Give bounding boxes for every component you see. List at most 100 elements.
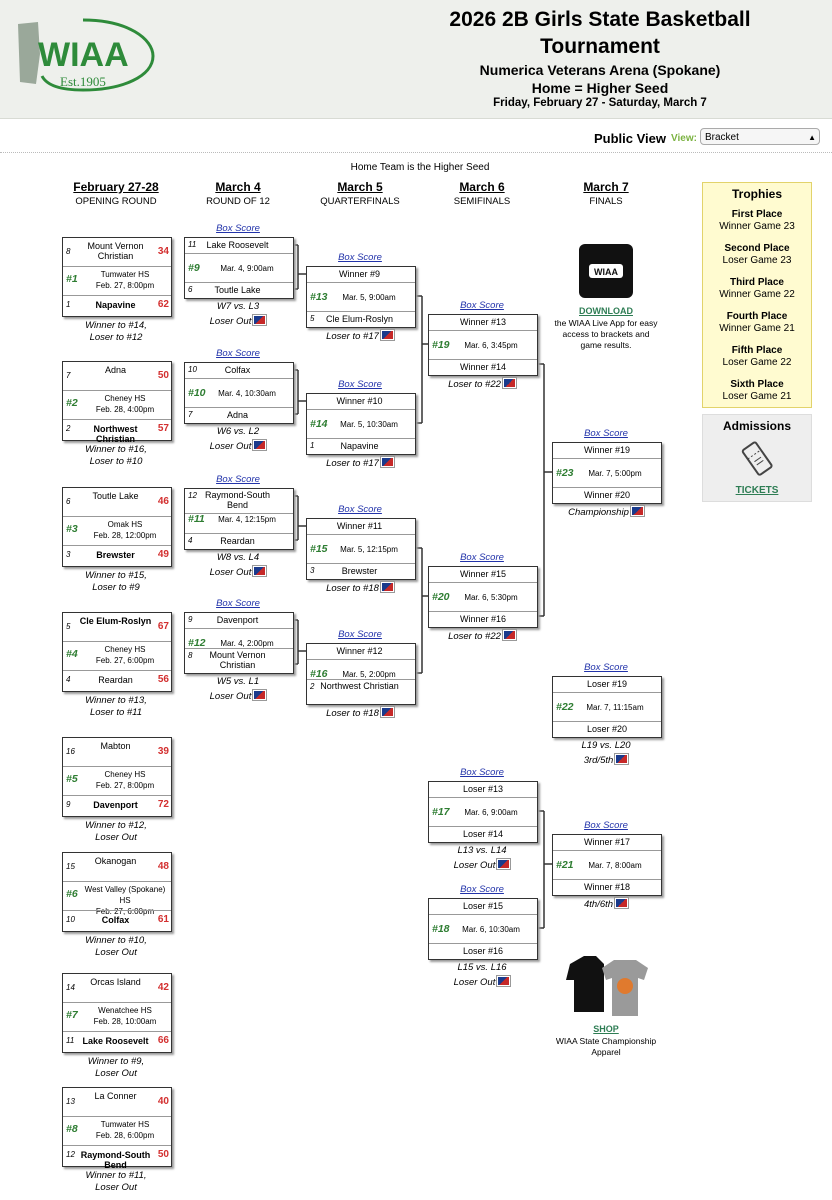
box-score-link[interactable]: Box Score [460,300,504,311]
flag-icon [496,858,512,870]
team-name: Orcas Island [90,977,141,987]
tickets-link[interactable]: TICKETS [735,485,779,496]
box-score-link[interactable]: Box Score [338,379,382,390]
team-name: Loser #13 [462,784,504,794]
team-slot: Winner #15 [429,567,537,583]
box-score-link[interactable]: Box Score [460,552,504,563]
box-score-link[interactable]: Box Score [460,884,504,895]
team-score: 57 [157,423,169,434]
game-number: #13 [310,291,328,303]
team-name: Loser #16 [462,946,504,956]
box-score-link[interactable]: Box Score [338,629,382,640]
box-score-link[interactable]: Box Score [216,598,260,609]
game-note: W5 vs. L1 [216,676,260,687]
team-slot: Loser #15 [429,899,537,915]
game-time: Feb. 27, 8:00pm [95,281,155,290]
game-time: Mar. 4, 10:30am [218,389,276,398]
game-time: Feb. 27, 6:00pm [95,907,155,916]
game-number: #5 [66,773,78,785]
wiaa-logo: WIAA Est.1905 [18,18,155,92]
team-name: Loser #19 [586,679,628,689]
apparel-image[interactable] [566,950,650,1020]
team-name: Cle Elum-Roslyn [325,314,394,324]
team-score: 49 [157,549,169,560]
flag-icon [379,581,395,593]
box-score-link[interactable]: Box Score [460,767,504,778]
team-slot: Loser #16 [429,943,537,959]
box-score-link[interactable]: Box Score [584,428,628,439]
wiaa-app-icon[interactable]: WIAA [579,244,633,298]
team-slot: Winner #13 [429,315,537,331]
title-line2: Tournament [540,35,660,58]
team-name: Cle Elum-Roslyn [79,616,152,626]
seed: 6 [66,497,71,506]
team-slot: Winner #12 [307,644,415,660]
game-number: #22 [556,701,574,713]
game-time: Mar. 7, 8:00am [588,861,642,870]
ticket-icon[interactable] [741,439,775,477]
team-name: Winner #17 [583,837,631,847]
game-number: #9 [188,262,200,274]
game-number: #11 [188,513,205,525]
download-link[interactable]: DOWNLOAD [579,306,633,316]
game-time: Feb. 28, 12:00pm [93,531,157,540]
team-slot: Loser #20 [553,721,661,737]
box-score-link[interactable]: Box Score [584,662,628,673]
box-score-link[interactable]: Box Score [338,252,382,263]
team-name: Winner #19 [583,445,631,455]
team-name: Colfax [101,915,130,925]
view-label: View: [671,133,697,144]
box-score-link[interactable]: Box Score [216,348,260,359]
team-name: Winner #13 [459,317,507,327]
box-score-link[interactable]: Box Score [584,820,628,831]
seed: 5 [310,314,315,323]
team-name: Winner #20 [583,490,631,500]
team-name: La Conner [94,1091,137,1101]
game-note: Loser Out [184,314,292,328]
team-score: 48 [157,861,169,872]
seed: 12 [66,1150,75,1159]
game-note: W7 vs. L3 [216,301,260,312]
box-score-link[interactable]: Box Score [338,504,382,515]
game-note: Loser Out [95,1068,137,1079]
shop-link[interactable]: SHOP [593,1024,619,1034]
team-name: Colfax [224,365,251,375]
round-name: ROUND OF 12 [206,196,270,207]
box-score-link[interactable]: Box Score [216,474,260,485]
view-select[interactable]: Bracket ▲ [700,128,820,145]
public-view-label: Public View [594,131,667,146]
team-slot: Winner #14 [429,359,537,375]
team-name: Davenport [93,800,138,810]
team-name: Northwest Christian [320,681,399,691]
box-score-link[interactable]: Box Score [216,223,260,234]
